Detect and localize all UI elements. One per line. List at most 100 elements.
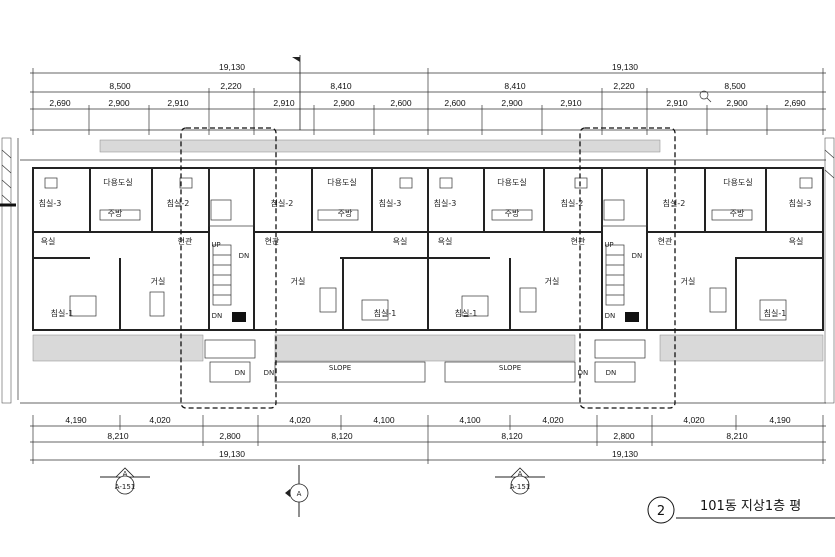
dim-top-total-2: 19,130	[612, 62, 638, 72]
dim-top-mid-6: 8,500	[724, 81, 746, 91]
stair-core-outline-right	[579, 127, 676, 409]
room-multiroom-1: 다용도실	[103, 177, 132, 187]
drawing-title-text: 101동 지상1층 평	[700, 499, 801, 514]
dim-top-detail-8: 2,900	[501, 98, 523, 108]
room-entry-2: 현관	[265, 236, 280, 246]
section-marker-3: A A-151	[495, 467, 545, 495]
room-living-2: 거실	[291, 276, 306, 286]
stair-dn-right-2: DN	[605, 312, 616, 320]
room-bedroom1-2: 침실-1	[374, 308, 397, 318]
stair-core-right	[601, 167, 648, 322]
unit-walls	[208, 168, 648, 330]
dim-top-detail-11: 2,900	[726, 98, 748, 108]
dim-top-detail-12: 2,690	[784, 98, 806, 108]
section-marker-3-letter: A	[518, 470, 523, 478]
dim-top-detail-1: 2,690	[49, 98, 71, 108]
dim-bottom-detail-8: 4,190	[769, 415, 791, 425]
dim-bottom-mid-6: 8,210	[726, 431, 748, 441]
north-flag-icon	[292, 55, 301, 130]
room-bedroom1-1: 침실-1	[51, 308, 74, 318]
dim-top-detail-7: 2,600	[444, 98, 466, 108]
stair-dn-left-1: DN	[239, 252, 250, 260]
dim-top-mid-4: 8,410	[504, 81, 526, 91]
room-entry-1: 현관	[178, 236, 193, 246]
section-marker-1: A A-151	[100, 467, 150, 495]
dim-bottom-mid-3: 8,120	[331, 431, 353, 441]
ramps: SLOPE SLOPE DN DN DN DN	[209, 361, 636, 383]
top-dimension-ticks	[32, 68, 824, 135]
stair-dn-right-1: DN	[632, 252, 643, 260]
drawing-number: 2	[657, 504, 665, 519]
section-marker-1-letter: A	[123, 470, 128, 478]
dim-bottom-detail-4: 4,100	[373, 415, 395, 425]
dim-top-detail-9: 2,910	[560, 98, 582, 108]
planter-band-top	[99, 139, 661, 153]
dim-top-mid-5: 2,220	[613, 81, 635, 91]
dim-top-detail-5: 2,900	[333, 98, 355, 108]
ramp-slope-2: SLOPE	[499, 364, 521, 372]
dim-top-mid-3: 8,410	[330, 81, 352, 91]
dim-top-total-1: 19,130	[219, 62, 245, 72]
room-labels: 침실-3 다용도실 주방 침실-2 욕실 현관 거실 침실-1 침실-2 다용도…	[39, 177, 812, 318]
stair-labels: UP DN DN UP DN DN	[211, 241, 642, 320]
dim-bottom-total-2: 19,130	[612, 449, 638, 459]
site-boundary-left	[0, 137, 19, 404]
stair-dn-left-2: DN	[212, 312, 223, 320]
dim-top-detail-4: 2,910	[273, 98, 295, 108]
stair-up-left: UP	[211, 241, 220, 249]
section-marker-3-ref: A-151	[510, 483, 531, 491]
room-multiroom-2: 다용도실	[327, 177, 356, 187]
room-living-4: 거실	[681, 276, 696, 286]
room-multiroom-3: 다용도실	[497, 177, 526, 187]
room-kitchen-2: 주방	[338, 208, 353, 218]
site-boundary-right	[824, 137, 835, 404]
dim-top-detail-3: 2,910	[167, 98, 189, 108]
section-marker-1-ref: A-151	[115, 483, 136, 491]
dim-bottom-detail-3: 4,020	[289, 415, 311, 425]
room-bedroom2-3: 침실-2	[561, 198, 584, 208]
ramp-dn-1: DN	[235, 369, 246, 377]
dim-bottom-detail-5: 4,100	[459, 415, 481, 425]
room-kitchen-4: 주방	[730, 208, 745, 218]
dim-bottom-detail-6: 4,020	[542, 415, 564, 425]
planter-band-bottom	[32, 334, 824, 362]
room-kitchen-1: 주방	[108, 208, 123, 218]
room-multiroom-4: 다용도실	[723, 177, 752, 187]
room-bedroom3-4: 침실-3	[789, 198, 812, 208]
interior-walls	[33, 168, 823, 330]
room-entry-3: 현관	[571, 236, 586, 246]
ramp-dn-3: DN	[578, 369, 589, 377]
dim-bottom-mid-4: 8,120	[501, 431, 523, 441]
dim-bottom-detail-7: 4,020	[683, 415, 705, 425]
dim-bottom-mid-2: 2,800	[219, 431, 241, 441]
dim-bottom-detail-2: 4,020	[149, 415, 171, 425]
room-bedroom1-3: 침실-1	[455, 308, 478, 318]
ramp-dn-4: DN	[606, 369, 617, 377]
stair-up-right: UP	[604, 241, 613, 249]
room-bath-3: 욕실	[438, 236, 453, 246]
dim-top-mid-2: 2,220	[220, 81, 242, 91]
room-bedroom3-3: 침실-3	[434, 198, 457, 208]
dim-top-detail-10: 2,910	[666, 98, 688, 108]
dim-top-detail-6: 2,600	[390, 98, 412, 108]
dim-bottom-total-1: 19,130	[219, 449, 245, 459]
dim-bottom-mid-1: 8,210	[107, 431, 129, 441]
room-bedroom3-2: 침실-3	[379, 198, 402, 208]
room-bath-4: 욕실	[789, 236, 804, 246]
stair-core-outline-left	[180, 127, 277, 409]
room-kitchen-3: 주방	[505, 208, 520, 218]
dim-bottom-mid-5: 2,800	[613, 431, 635, 441]
room-bedroom2-2: 침실-2	[271, 198, 294, 208]
section-marker-2: A	[285, 465, 309, 517]
section-marker-2-letter: A	[297, 490, 302, 498]
dim-top-mid-1: 8,500	[109, 81, 131, 91]
room-living-1: 거실	[151, 276, 166, 286]
stair-core-left	[208, 167, 255, 322]
ramp-dn-2: DN	[264, 369, 275, 377]
room-entry-4: 현관	[658, 236, 673, 246]
magnifier-icon	[699, 90, 712, 103]
room-bedroom3-1: 침실-3	[39, 198, 62, 208]
ramp-slope-1: SLOPE	[329, 364, 351, 372]
dim-top-detail-2: 2,900	[108, 98, 130, 108]
